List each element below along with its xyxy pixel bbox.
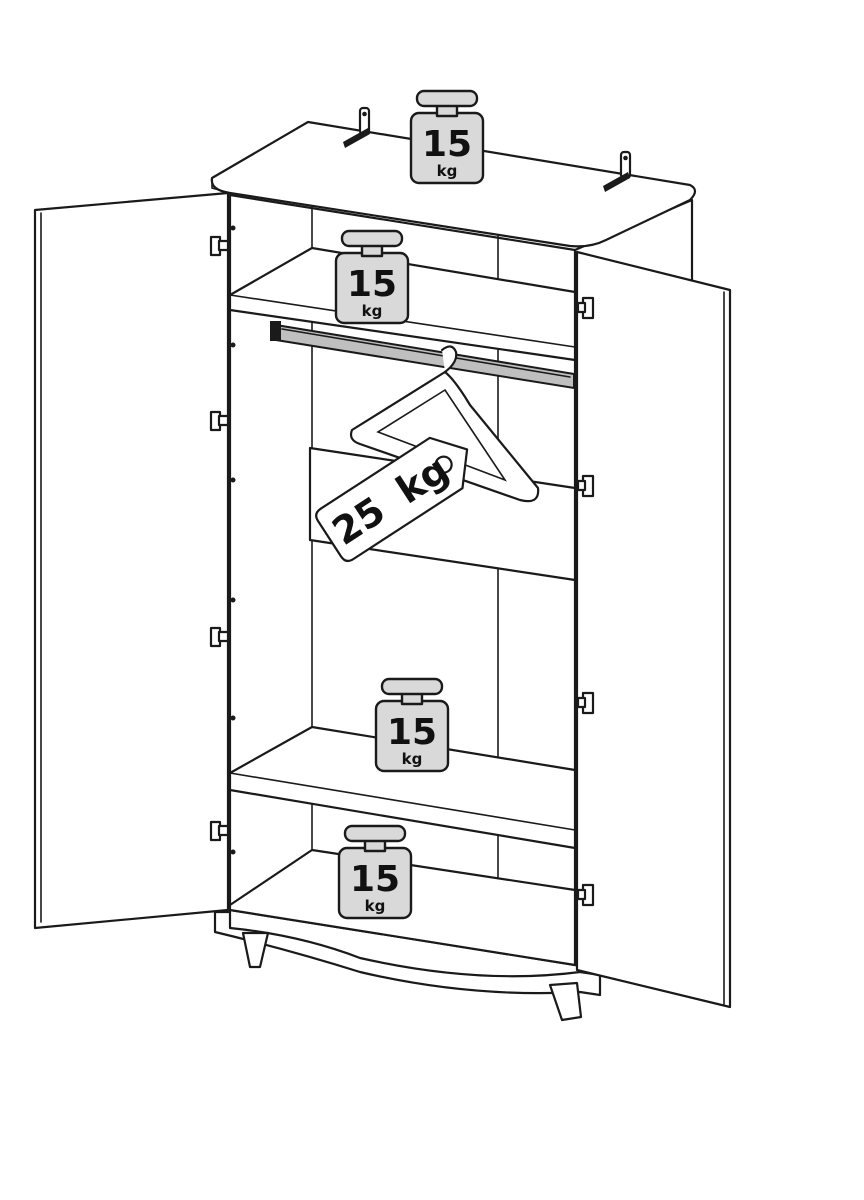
hinge (209, 235, 230, 257)
weight-unit: kg (402, 750, 423, 768)
weight-icon: 15 kg (374, 677, 450, 773)
weight-value: 15 (347, 264, 397, 305)
wall-bracket-right (603, 150, 632, 192)
weight-icon: 15 kg (337, 824, 413, 920)
right-door (575, 250, 732, 1009)
hinge (576, 883, 595, 907)
hinge (576, 474, 595, 498)
hanging-rail (270, 321, 575, 390)
hinge (209, 410, 230, 432)
weight-value: 15 (387, 712, 437, 753)
hinge (209, 626, 230, 648)
left-door (33, 191, 230, 930)
weight-value: 15 (422, 124, 472, 165)
weight-unit: kg (365, 897, 386, 915)
clothes-hanger (349, 345, 540, 503)
front-right-leg (548, 981, 583, 1022)
weight-value: 15 (350, 859, 400, 900)
hinge (576, 296, 595, 320)
middle-shelf (228, 725, 577, 850)
weight-icon: 15 kg (334, 229, 410, 325)
hinge (209, 820, 230, 842)
wall-bracket-left (343, 106, 371, 148)
hinge (576, 691, 595, 715)
weight-icon: 15 kg (409, 89, 485, 185)
front-left-leg (241, 931, 270, 969)
weight-unit: kg (362, 302, 383, 320)
weight-unit: kg (437, 162, 458, 180)
